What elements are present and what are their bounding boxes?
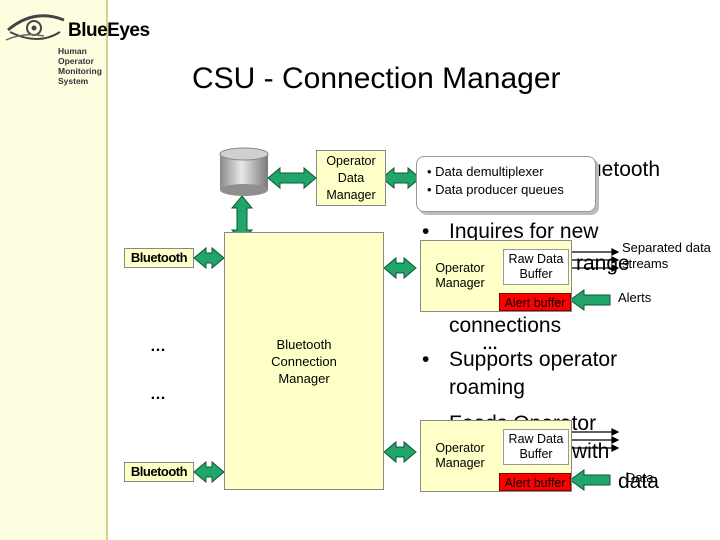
bullet-1-fragment: uetooth — [590, 158, 661, 181]
alerts-arrow — [569, 469, 611, 491]
bullet-4-line: with — [572, 440, 610, 463]
logo-wordmark: BlueEyes — [68, 20, 150, 41]
callout-item-text: Data demultiplexer — [435, 164, 544, 179]
logo-subtitle-line: Operator — [58, 56, 94, 66]
bcm-operator-arrow — [383, 440, 417, 464]
alerts-arrow — [569, 289, 611, 311]
logo-subtitle-line: Monitoring — [58, 66, 102, 76]
database-odm-arrow — [267, 166, 317, 190]
logo-subtitle-line: System — [58, 76, 89, 86]
bluetooth-top-label: Bluetooth — [130, 250, 188, 265]
bluetooth-bottom-arrow — [193, 460, 225, 484]
bcm-label: Bluetooth Connection Manager — [271, 336, 337, 386]
page-title: CSU - Connection Manager — [192, 62, 561, 95]
separated-streams-label: Separated data streams — [622, 240, 711, 271]
bluetooth-connection-manager-box: Bluetooth Connection Manager — [224, 232, 384, 490]
callout-item: • Data demultiplexer — [427, 164, 544, 179]
eye-logo-icon — [5, 14, 65, 41]
bullet-3-line: roaming — [449, 376, 525, 399]
raw-data-buffer: Raw Data Buffer — [503, 249, 569, 285]
bcm-operator-arrow — [383, 256, 417, 280]
logo-subtitle: Human Operator Monitoring System — [58, 46, 102, 86]
operator-data-manager-label: Operator Data Manager — [326, 153, 376, 202]
operator-manager-group: Operator Manager Raw Data Buffer Alert b… — [420, 240, 572, 312]
bullet-2-line: Inquires for new — [449, 220, 599, 243]
callout-item: • Data producer queues — [427, 182, 564, 197]
operator-manager-group: Operator Manager Raw Data Buffer Alert b… — [420, 420, 572, 492]
bluetooth-top-box: Bluetooth — [124, 248, 194, 268]
bullet-marker: • — [422, 348, 430, 371]
alert-buffer: Alert buffer — [499, 293, 571, 311]
bluetooth-bottom-box: Bluetooth — [124, 462, 194, 482]
operator-data-manager-box: Operator Data Manager — [316, 150, 386, 206]
bullet-2-line: connections — [449, 314, 562, 337]
ellipsis: … — [150, 386, 167, 403]
data-label: Data — [626, 470, 654, 485]
raw-data-buffer: Raw Data Buffer — [503, 429, 569, 465]
bullet-4-line: data — [618, 470, 659, 493]
operator-manager-label: Operator Manager — [435, 441, 485, 470]
alerts-label: Alerts — [618, 290, 652, 305]
odm-demux-arrow — [381, 166, 421, 190]
database-icon — [219, 147, 269, 196]
ellipsis: … — [150, 338, 167, 355]
ellipsis: … — [482, 336, 499, 353]
bluetooth-top-arrow — [193, 246, 225, 270]
alert-buffer: Alert buffer — [499, 473, 571, 491]
demux-callout: • Data demultiplexer • Data producer que… — [416, 156, 596, 212]
operator-manager-label: Operator Manager — [435, 261, 485, 290]
bluetooth-bottom-label: Bluetooth — [130, 464, 188, 479]
bullet-3-line: Supports operator — [449, 348, 618, 371]
data-stream-lines — [572, 248, 620, 452]
callout-item-text: Data producer queues — [435, 182, 564, 197]
logo-subtitle-line: Human — [58, 46, 87, 56]
sidebar — [0, 0, 108, 540]
bullet-marker: • — [422, 220, 430, 243]
